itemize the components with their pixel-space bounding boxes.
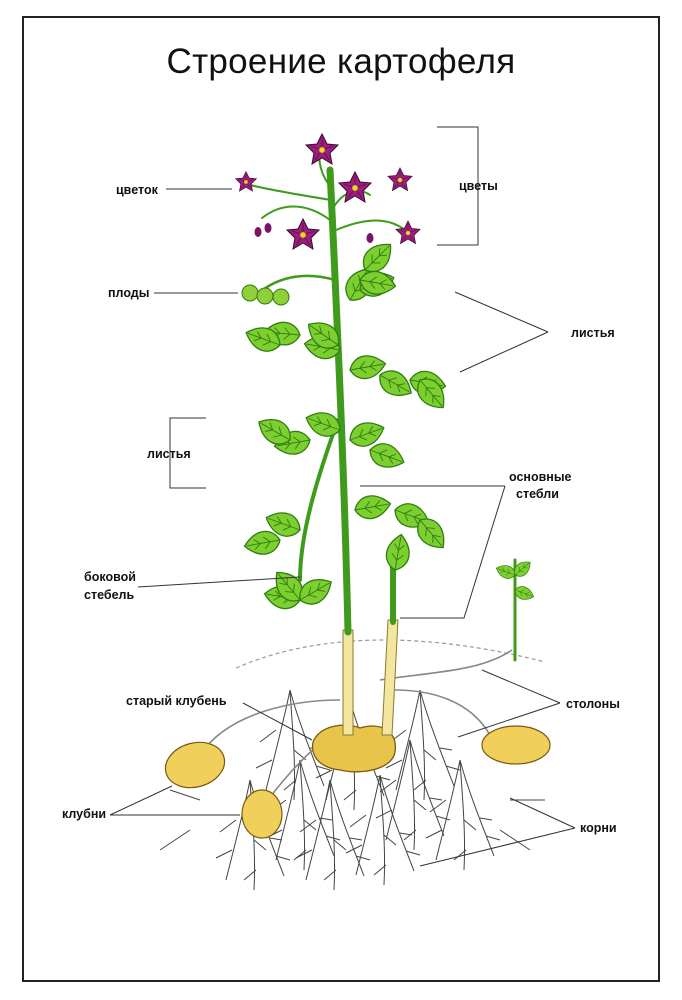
label-tubers: клубни [62,807,106,821]
label-stolons: столоны [566,697,620,711]
fruits-illustration [242,285,289,305]
label-leaves-left: листья [147,447,191,461]
label-flowers: цветы [459,179,498,193]
label-side-stem-line1: боковой [84,570,136,584]
label-fruits: плоды [108,286,149,300]
label-roots: корни [580,821,617,835]
tubers-illustration [160,725,550,838]
label-flower: цветок [116,183,159,197]
underground-stems [343,620,398,735]
label-main-stems-line1: основные [509,470,572,484]
label-side-stem-line2: стебель [84,588,134,602]
label-leaves-right: листья [571,326,615,340]
label-main-stems-line2: стебли [516,487,559,501]
label-old-tuber: старый клубень [126,694,227,708]
